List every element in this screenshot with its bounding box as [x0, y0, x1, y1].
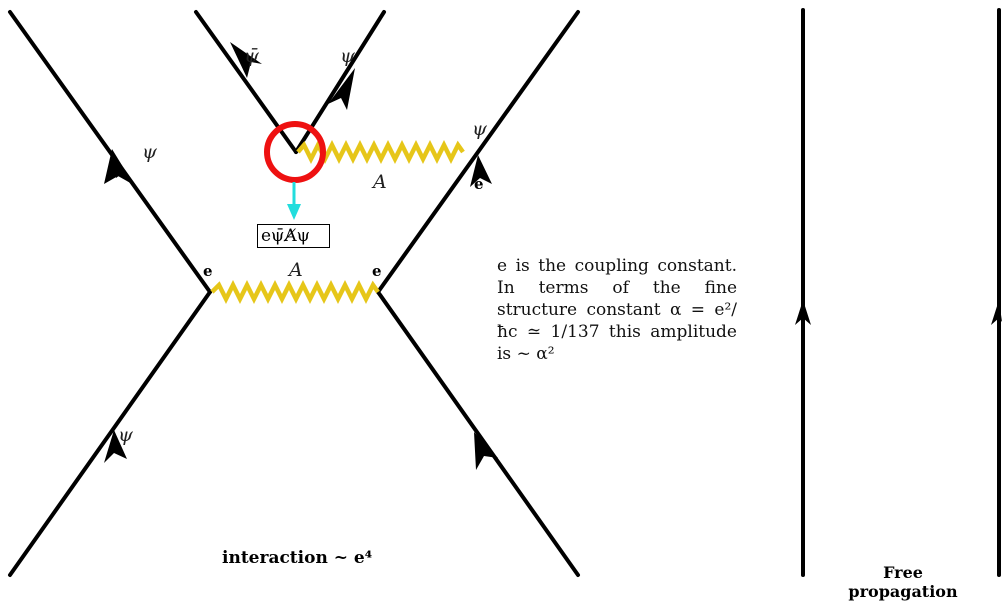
- label-psi-left-upper: ψ: [142, 141, 158, 163]
- photon-line-bottom: [210, 279, 380, 305]
- label-coupling-top-right: e: [474, 175, 484, 193]
- caption-interaction: interaction ~ e⁴: [222, 548, 373, 568]
- fermion-line-left-upper: [8, 10, 212, 294]
- label-psi-top-right: ψ: [340, 45, 356, 67]
- arrow-right-lower-head: [474, 432, 498, 470]
- fermion-line-left-lower: [8, 290, 212, 577]
- arrow-left-lower-head: [104, 430, 127, 463]
- arrow-free-1-head: [795, 300, 811, 325]
- label-psi-right-upper: ψ: [472, 118, 488, 140]
- label-coupling-bottom-left: e: [203, 262, 213, 280]
- vertex-highlight-circle: [264, 121, 326, 183]
- feynman-diagram: ψ ψ ψ̄ ψ ψ A A e e e: [8, 8, 1002, 577]
- vertex-term-box: eψ̄A̸ψ: [257, 224, 330, 248]
- label-psi-left-lower: ψ: [118, 424, 134, 446]
- coupling-description: e is the coupling constant. In terms of …: [497, 256, 737, 364]
- fermion-line-right-lower: [376, 290, 580, 577]
- arrow-top-left-head: [230, 42, 262, 78]
- arrow-top-right-head: [328, 68, 355, 110]
- label-coupling-bottom-right: e: [372, 262, 382, 280]
- caption-free-propagation: Free propagation: [848, 563, 958, 601]
- label-photon-top: A: [371, 171, 387, 193]
- arrow-right-upper-head: [470, 155, 492, 187]
- label-photon-bottom: A: [287, 259, 303, 281]
- arrow-free-2-head: [991, 300, 1002, 325]
- cyan-arrow-head: [287, 204, 301, 220]
- fermion-line-right-upper: [376, 10, 580, 294]
- arrow-left-upper-head: [104, 149, 134, 185]
- label-psi-bar-top: ψ̄: [244, 45, 260, 67]
